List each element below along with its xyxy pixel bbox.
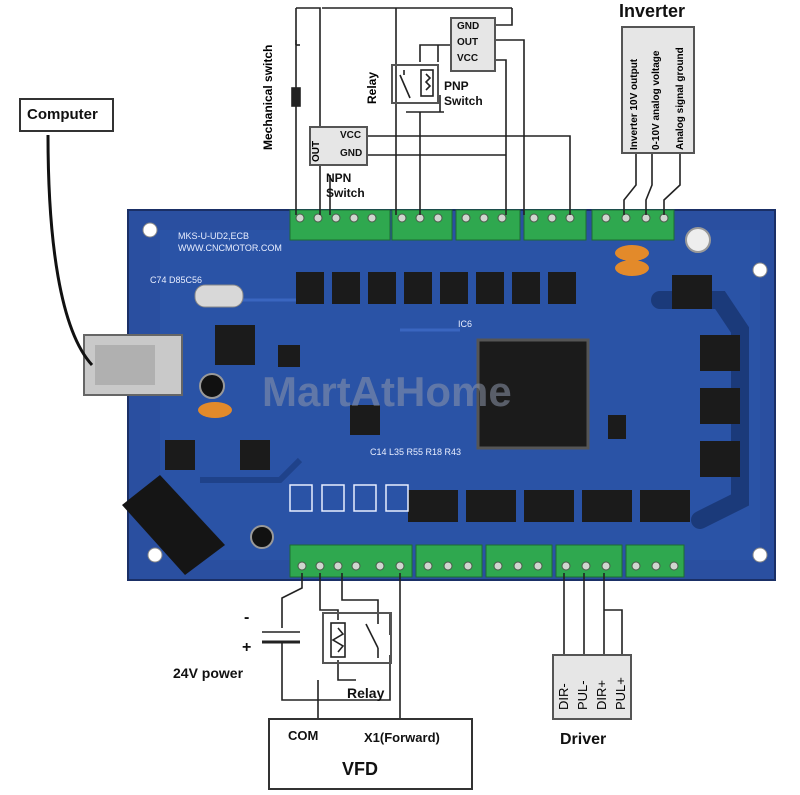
mechanical-switch-label: Mechanical switch	[261, 44, 275, 150]
relay-symbol-top	[399, 69, 434, 99]
inverter-pin-10v: Inverter 10V output	[629, 58, 640, 150]
vfd-label: VFD	[342, 759, 378, 779]
terminal-screws	[295, 213, 679, 571]
npn-pin-gnd: GND	[340, 148, 363, 159]
relay-bottom-label: Relay	[347, 685, 385, 701]
power-minus: -	[244, 609, 250, 626]
bottom-terminal-blocks	[289, 544, 685, 578]
relay-top-box	[391, 64, 439, 104]
pnp-sensor-box	[450, 17, 496, 72]
computer-box	[19, 98, 114, 132]
driver-pin-pul-plus: PUL+	[613, 677, 628, 710]
computer-label: Computer	[27, 106, 98, 123]
driver-pin-dir-minus: DIR-	[556, 683, 571, 710]
npn-pin-out: OUT	[311, 140, 322, 162]
pnp-label-1: PNP	[444, 79, 469, 93]
inverter-pin-ground: Analog signal ground	[675, 47, 686, 150]
relay-top-label: Relay	[365, 71, 379, 104]
pnp-pin-out: OUT	[457, 37, 479, 48]
pnp-pin-vcc: VCC	[457, 53, 479, 64]
driver-label: Driver	[560, 731, 607, 748]
relay-bottom-box	[322, 612, 392, 664]
board-ic6-text: IC6	[458, 319, 473, 329]
inverter-box	[621, 26, 695, 154]
power-label: 24V power	[173, 665, 244, 681]
npn-sensor-box	[309, 126, 368, 166]
inverter-pin-analog-voltage: 0-10V analog voltage	[651, 50, 662, 150]
board-model-text: MKS-U-UD2,ECB	[178, 231, 250, 241]
vfd-com-label: COM	[288, 728, 319, 743]
driver-box	[552, 654, 632, 720]
npn-label-1: NPN	[326, 171, 352, 185]
top-terminal-blocks	[289, 209, 675, 241]
relay-symbol-bottom	[330, 620, 379, 658]
npn-label-2: Switch	[326, 186, 365, 200]
driver-pin-pul-minus: PUL-	[575, 680, 590, 710]
npn-pin-vcc: VCC	[340, 130, 362, 141]
vfd-x1-label: X1(Forward)	[364, 730, 440, 745]
power-plus: +	[242, 639, 252, 656]
vfd-box	[268, 718, 473, 790]
pnp-label-2: Switch	[444, 94, 483, 108]
board-crystal-text: C74 D85C56	[150, 275, 203, 285]
driver-pin-dir-plus: DIR+	[594, 680, 609, 710]
board-site-text: WWW.CNCMOTOR.COM	[178, 243, 282, 253]
watermark: MartAtHome	[262, 368, 512, 415]
pcb-board	[83, 209, 776, 581]
board-chip-labels: C14 L35 R55 R18 R43	[370, 447, 462, 457]
wire-paths	[46, 7, 681, 718]
pnp-pin-gnd: GND	[457, 21, 480, 32]
inverter-title: Inverter	[619, 1, 686, 21]
